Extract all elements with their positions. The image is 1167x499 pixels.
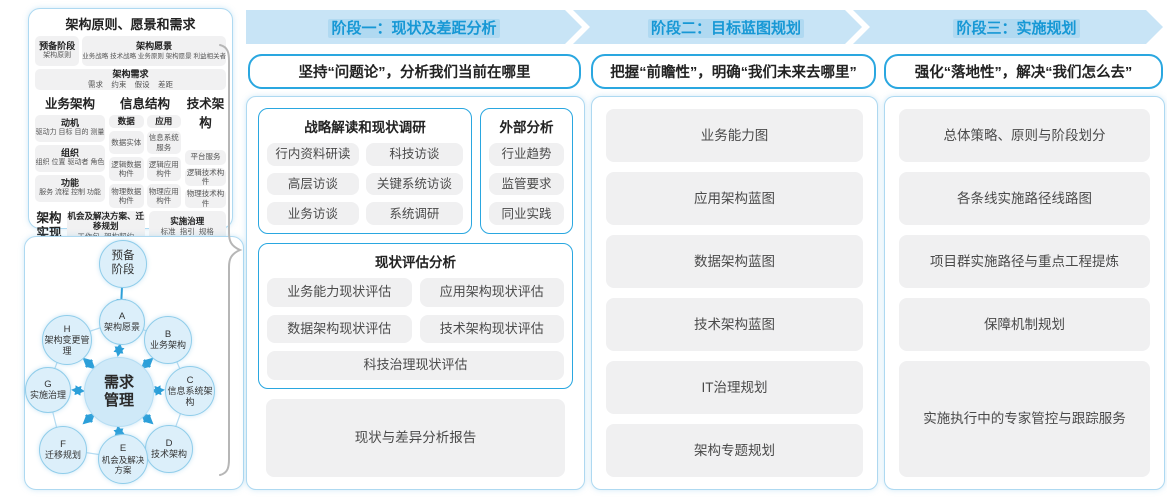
brace-connector [219, 44, 243, 476]
group-item: 行业趋势 [489, 143, 564, 166]
adm-node-h: H 架构变更管理 [42, 315, 92, 365]
band-segment-3 [853, 10, 1163, 44]
group-item: 同业实践 [489, 202, 564, 226]
prep-phase-sub: 架构原则 [43, 52, 72, 60]
adm-node-b: B 业务架构 [144, 316, 192, 364]
group-item: 监管要求 [489, 172, 564, 196]
phase3-item: 项目群实施路径与重点工程提炼 [899, 235, 1150, 288]
band-segment-2 [573, 10, 862, 44]
panel-title: 架构原则、愿景和需求 [65, 17, 196, 32]
adm-node-d: D 技术架构 [145, 425, 193, 473]
architecture-vision-box: 架构愿景 业务战略 技术战略 业务原则 架构愿景 利益相关者 [82, 36, 226, 66]
phase3-panel: 总体策略、原则与阶段划分 各条线实施路径线路图 项目群实施路径与重点工程提炼 保… [884, 96, 1165, 490]
vision-title: 架构愿景 [136, 41, 173, 52]
group-item: 科技治理现状评估 [267, 351, 564, 380]
business-architecture-title: 业务架构 [44, 96, 95, 111]
group-item: 高层访谈 [267, 172, 359, 196]
group-item: 关键系统访谈 [365, 172, 463, 196]
phase2-panel: 业务能力图 应用架构蓝图 数据架构蓝图 技术架构蓝图 IT治理规划 架构专题规划 [591, 96, 878, 490]
center-arrow-n [113, 343, 125, 357]
phase2-item: IT治理规划 [606, 361, 863, 414]
adm-node-g: G 实施治理 [25, 367, 71, 413]
external-analysis-group: 外部分析 行业趋势 监管要求 同业实践 [480, 108, 573, 234]
assessment-analysis-group: 现状评估分析 业务能力现状评估 应用架构现状评估 数据架构现状评估 技术架构现状… [258, 243, 573, 389]
adm-node-f: F 迁移规划 [39, 426, 87, 474]
phase1-subtitle: 坚持“问题论”，分析我们当前在哪里 [248, 54, 581, 89]
technology-architecture-column: 技术架构 平台服务 逻辑技术构件 物理技术构件 [185, 93, 226, 209]
phase2-item: 数据架构蓝图 [606, 235, 863, 288]
technology-architecture-title: 技术架构 [186, 96, 225, 130]
prep-phase-title: 预备阶段 [39, 41, 76, 51]
phase2-subtitle: 把握“前瞻性”，明确“我们未来去哪里” [591, 54, 876, 89]
band-segment-1 [246, 10, 582, 44]
phase2-item: 架构专题规划 [606, 424, 863, 477]
phase3-item: 保障机制规划 [899, 298, 1150, 351]
adm-cycle-panel: 预备阶段 需求管理 A 架构愿景 B 业务架构 C 信息系统架构 D 技术架构 … [24, 236, 244, 490]
group-item: 业务能力现状评估 [267, 278, 412, 307]
data-subcolumn: 数据 数据实体 逻辑数据构件 物理数据构件 [109, 114, 144, 209]
information-structure-column: 信息结构 数据 数据实体 逻辑数据构件 物理数据构件 应用 信息系统服务 逻辑应… [109, 93, 181, 209]
phase2-item: 应用架构蓝图 [606, 172, 863, 225]
adm-node-e: E 机会及解决方案 [98, 434, 148, 484]
phase3-item: 总体策略、原则与阶段划分 [899, 109, 1150, 162]
information-structure-title: 信息结构 [119, 96, 170, 111]
business-architecture-column: 业务架构 动机 驱动力 目标 目的 测量 组织 组织 位置 驱动者 角色 功能 … [35, 93, 105, 209]
group-item: 业务访谈 [267, 202, 359, 225]
organization-box: 组织 组织 位置 驱动者 角色 [35, 144, 105, 172]
group-item: 数据架构现状评估 [267, 314, 412, 344]
phase-arrow-band [246, 10, 1163, 44]
requirements-title: 架构需求 [112, 69, 149, 79]
architecture-principles-panel: 架构原则、愿景和需求 预备阶段 架构原则 架构愿景 业务战略 技术战略 业务原则… [28, 8, 233, 242]
prep-phase-box: 预备阶段 架构原则 [35, 36, 80, 66]
phase3-subtitle: 强化“落地性”，解决“我们怎么去” [884, 54, 1163, 89]
phase2-item: 业务能力图 [606, 109, 863, 162]
phase2-header: 阶段二：目标蓝图规划 [590, 17, 862, 38]
phase3-item: 实施执行中的专家管控与跟踪服务 [899, 361, 1150, 477]
strategy-research-group: 战略解读和现状调研 行内资料研读 科技访谈 高层访谈 关键系统访谈 业务访谈 系… [258, 108, 472, 234]
group-item: 技术架构现状评估 [419, 314, 564, 344]
vision-sub: 业务战略 技术战略 业务原则 架构愿景 利益相关者 [82, 52, 226, 60]
adm-node-c: C 信息系统架构 [165, 366, 215, 416]
function-box: 功能 服务 流程 控制 功能 [35, 174, 105, 202]
adm-node-prep: 预备阶段 [99, 240, 147, 288]
gap-analysis-report-box: 现状与差异分析报告 [266, 399, 565, 477]
group-item: 科技访谈 [365, 143, 463, 166]
group-item: 应用架构现状评估 [419, 278, 564, 307]
adm-node-a: A 架构愿景 [99, 299, 145, 345]
group-item: 系统调研 [365, 202, 463, 225]
group-item: 行内资料研读 [267, 143, 359, 166]
phase1-panel: 战略解读和现状调研 行内资料研读 科技访谈 高层访谈 关键系统访谈 业务访谈 系… [246, 96, 585, 490]
architecture-requirements-box: 架构需求 需求 约束 假设 差距 [35, 69, 226, 90]
center-arrow-w [71, 385, 85, 396]
phase3-header: 阶段三：实施规划 [870, 17, 1163, 38]
phase2-item: 技术架构蓝图 [606, 298, 863, 351]
center-arrow-nw [82, 357, 96, 370]
center-arrow-e [151, 385, 165, 396]
requirements-sub: 需求 约束 假设 差距 [87, 80, 173, 90]
motivation-box: 动机 驱动力 目标 目的 测量 [35, 114, 105, 142]
phase1-header: 阶段一：现状及差距分析 [246, 17, 582, 38]
application-subcolumn: 应用 信息系统服务 逻辑应用构件 物理应用构件 [146, 114, 181, 209]
adm-node-requirements: 需求管理 [84, 357, 154, 427]
phase3-item: 各条线实施路径线路图 [899, 172, 1150, 225]
